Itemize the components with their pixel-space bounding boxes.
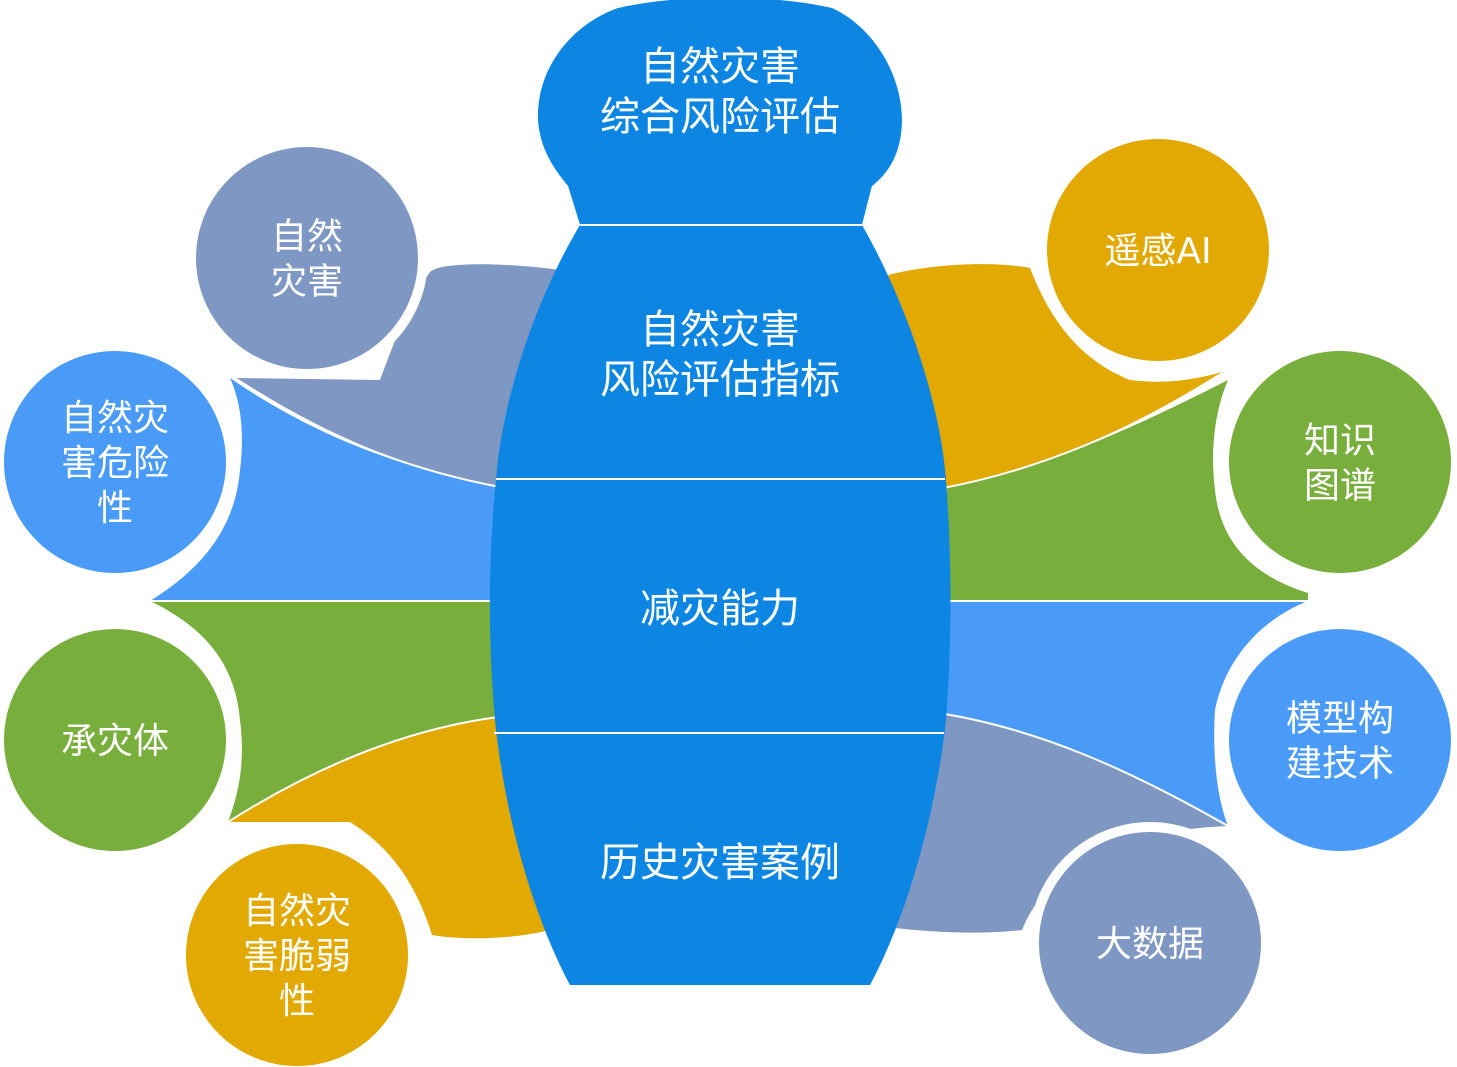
right-circle-1-shape xyxy=(1037,129,1279,371)
band-right-remote-sensing xyxy=(888,264,1222,488)
left-circle-4-line-3: 性 xyxy=(279,981,315,1022)
right-circle-2-line-2: 图谱 xyxy=(1304,466,1376,507)
center-section1-line2: 风险评估指标 xyxy=(600,357,840,403)
right-circle-2-shape xyxy=(1219,341,1457,583)
connector-bands xyxy=(150,264,1308,939)
band-left-exposure xyxy=(150,601,498,822)
right-circle-4: 大数据 xyxy=(1029,822,1271,1064)
left-circle-2-line-1: 自然灾 xyxy=(61,398,169,439)
right-circle-3-line-1: 模型构 xyxy=(1286,699,1394,740)
vase-neck-left-cutout xyxy=(530,160,580,225)
right-circle-3-line-2: 建技术 xyxy=(1286,744,1394,785)
left-circle-2-line-2: 害危险 xyxy=(61,443,169,484)
central-vase xyxy=(489,0,951,985)
band-left-hazard xyxy=(150,378,500,601)
separator-right-lower xyxy=(944,713,1229,827)
center-section3-line1: 历史灾害案例 xyxy=(600,840,840,886)
center-top-line2: 综合风险评估 xyxy=(600,94,840,140)
left-circle-1-shape xyxy=(186,137,428,379)
separator-right-upper xyxy=(942,375,1226,489)
center-top-line1: 自然灾害 xyxy=(640,44,800,90)
right-circle-4-shape xyxy=(1029,822,1271,1064)
left-circle-4-line-1: 自然灾 xyxy=(243,891,351,932)
separator-left-lower xyxy=(227,716,499,823)
right-circle-3-shape xyxy=(1219,619,1457,861)
central-labels: 自然灾害 综合风险评估 自然灾害 风险评估指标 减灾能力 历史灾害案例 xyxy=(600,44,840,886)
left-circle-2-line-3: 性 xyxy=(97,488,133,529)
left-circle-1-line-1: 自然 xyxy=(271,217,343,258)
right-circle-1-line-1: 遥感AI xyxy=(1104,231,1211,272)
right-circle-4-line-1: 大数据 xyxy=(1096,924,1204,965)
separator-left-upper xyxy=(234,377,501,488)
left-circle-3: 承灾体 xyxy=(0,619,236,861)
left-circle-3-line-1: 承灾体 xyxy=(61,721,169,762)
left-circle-1: 自然灾害 xyxy=(186,137,428,379)
band-left-vulnerability xyxy=(228,717,550,939)
center-section2-line1: 减灾能力 xyxy=(640,586,800,632)
vase-neck-right-cutout xyxy=(862,160,910,225)
left-circle-3-shape xyxy=(0,619,236,861)
vase-body xyxy=(489,186,951,985)
band-separators xyxy=(150,375,1308,827)
center-section1-line1: 自然灾害 xyxy=(640,307,800,353)
band-right-modeling xyxy=(945,601,1308,826)
left-circle-4-line-2: 害脆弱 xyxy=(243,936,351,977)
left-circle-4-shape xyxy=(176,834,418,1067)
right-circle-1: 遥感AI xyxy=(1037,129,1279,371)
left-circle-1-line-2: 灾害 xyxy=(271,262,343,303)
left-circle-2-shape xyxy=(0,341,236,583)
vase-head xyxy=(537,0,902,186)
right-circle-2-line-1: 知识 xyxy=(1304,421,1376,462)
band-left-natural-hazard xyxy=(235,264,560,487)
band-right-knowledge-graph xyxy=(943,380,1308,601)
band-right-big-data xyxy=(895,714,1228,933)
